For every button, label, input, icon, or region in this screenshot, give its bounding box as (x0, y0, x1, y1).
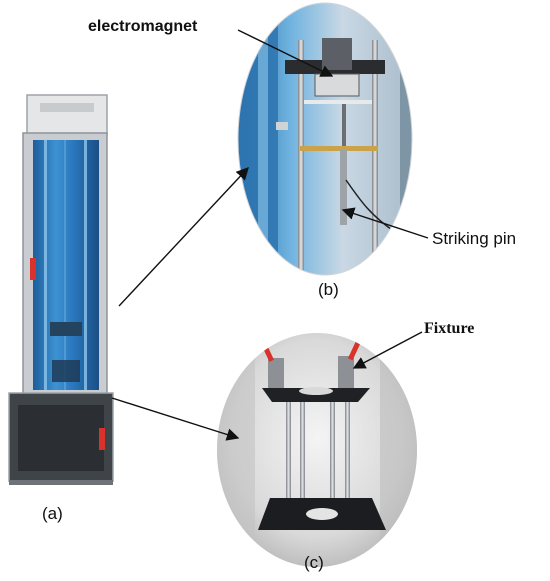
machine-foot (9, 480, 113, 485)
arrow-striking-pin (341, 207, 429, 239)
callout-arrows (111, 29, 429, 441)
arrow-machine-to-b (118, 166, 249, 307)
arrow-machine-to-c (111, 397, 240, 441)
toggle-clamp-right (338, 356, 354, 388)
base-mesh-panel (18, 405, 104, 471)
guide-rail-right (84, 140, 87, 390)
photo-b-electromagnet-assembly (237, 2, 413, 276)
label-fixture: Fixture (424, 320, 475, 337)
base-plate-hole (306, 508, 338, 520)
photo-c-fixture-assembly (217, 333, 417, 567)
fixture-post-2 (300, 402, 305, 502)
electromagnet-coil (314, 73, 360, 97)
drop-rod (64, 140, 66, 390)
label-electromagnet: electromagnet (88, 18, 198, 35)
fixture-post-4 (345, 402, 350, 502)
label-panel-a: (a) (42, 504, 63, 523)
guide-rail-left (44, 140, 47, 390)
arrow-electromagnet (237, 29, 334, 77)
electromagnet-body (322, 38, 352, 70)
label-panel-b: (b) (318, 280, 339, 299)
specimen-area (52, 360, 80, 382)
release-bracket (304, 100, 372, 104)
toggle-clamp-left (268, 358, 284, 388)
label-striking-pin: Striking pin (432, 229, 517, 248)
drop-tester-machine (8, 94, 114, 485)
door-handle-upper (30, 258, 36, 280)
crosshead-plate (300, 146, 378, 151)
top-plate-hole (299, 387, 333, 395)
side-clamp (276, 122, 288, 130)
clamp-handle-right (347, 340, 361, 361)
guide-rod-right (372, 40, 378, 275)
fixture-post-1 (286, 402, 291, 502)
drop-weight-carriage (50, 322, 82, 336)
door-handle-lower (99, 428, 105, 450)
cable (345, 179, 396, 233)
guide-rod-left (298, 40, 304, 275)
fixture-post-3 (330, 402, 335, 502)
label-panel-c: (c) (304, 553, 324, 572)
machine-top-head (26, 94, 108, 136)
striking-pin-body (340, 150, 347, 225)
photo-b-outline (237, 2, 413, 276)
machine-nameplate (40, 103, 94, 112)
arrow-fixture (352, 331, 423, 369)
threaded-rod (342, 104, 346, 164)
